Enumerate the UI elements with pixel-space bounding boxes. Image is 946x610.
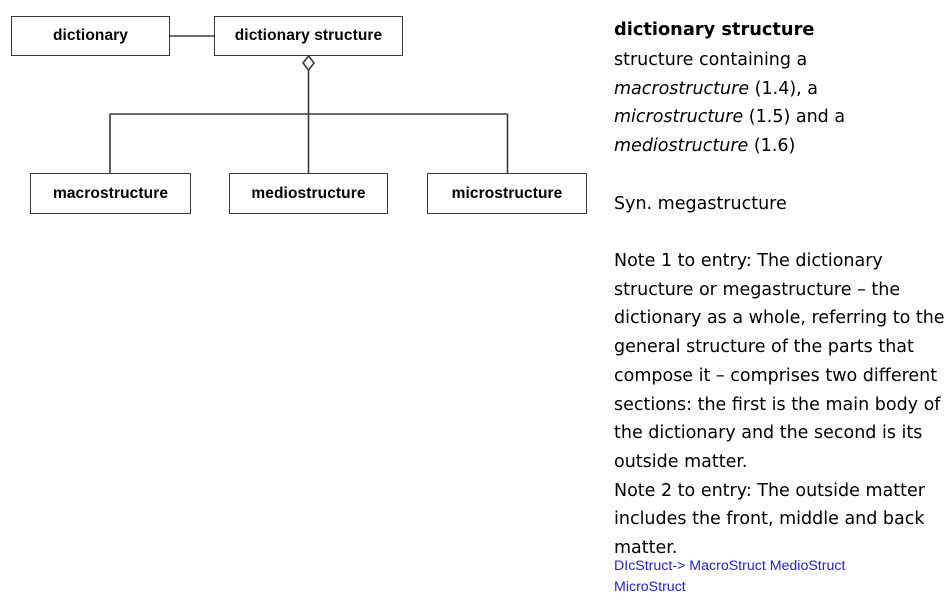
note-block: Note 1 to entry: The dictionary structur…: [614, 247, 946, 563]
term-reference-macrostructure: macrostructure: [614, 78, 750, 99]
diagram-connectors: [109, 35, 509, 173]
uml-node-dictionary-label: dictionary: [52, 27, 129, 44]
note-1: Note 1 to entry: The dictionary structur…: [614, 251, 945, 472]
term-reference-mediostructure: mediostructure: [614, 136, 749, 157]
note-2: Note 2 to entry: The outside matter incl…: [614, 480, 925, 559]
definition-panel: dictionary structure structure containin…: [612, 0, 946, 610]
uml-node-mediostructure[interactable]: mediostructure: [229, 173, 388, 214]
source-reference-link[interactable]: DIcStruct-> MacroStruct MedioStruct Micr…: [614, 558, 846, 595]
uml-node-dictionary-structure[interactable]: dictionary structure: [214, 16, 403, 56]
term-reference-microstructure-number: (1.5) and a: [743, 107, 846, 128]
term-reference-microstructure: microstructure: [614, 107, 744, 128]
uml-node-microstructure-label: microstructure: [451, 184, 563, 202]
uml-node-macrostructure[interactable]: macrostructure: [30, 173, 191, 214]
uml-node-macrostructure-label: macrostructure: [52, 184, 169, 202]
uml-node-dictionary[interactable]: dictionary: [11, 16, 170, 56]
term-reference-macrostructure-number: (1.4), a: [749, 78, 819, 99]
aggregation-diamond-icon: [301, 54, 316, 72]
definition-body: structure containing a macrostructure (1…: [614, 46, 946, 161]
uml-node-mediostructure-label: mediostructure: [251, 184, 366, 202]
uml-node-dictionary-structure-label: dictionary structure: [234, 27, 383, 44]
synonym-line: Syn. megastructure: [614, 194, 787, 214]
uml-node-microstructure[interactable]: microstructure: [427, 173, 587, 214]
term-reference-mediostructure-number: (1.6): [748, 136, 796, 157]
uml-diagram-panel: dictionary dictionary structure macrostr…: [11, 16, 587, 214]
term-heading: dictionary structure: [614, 19, 815, 40]
definition-prefix-text: structure containing a: [614, 50, 808, 70]
